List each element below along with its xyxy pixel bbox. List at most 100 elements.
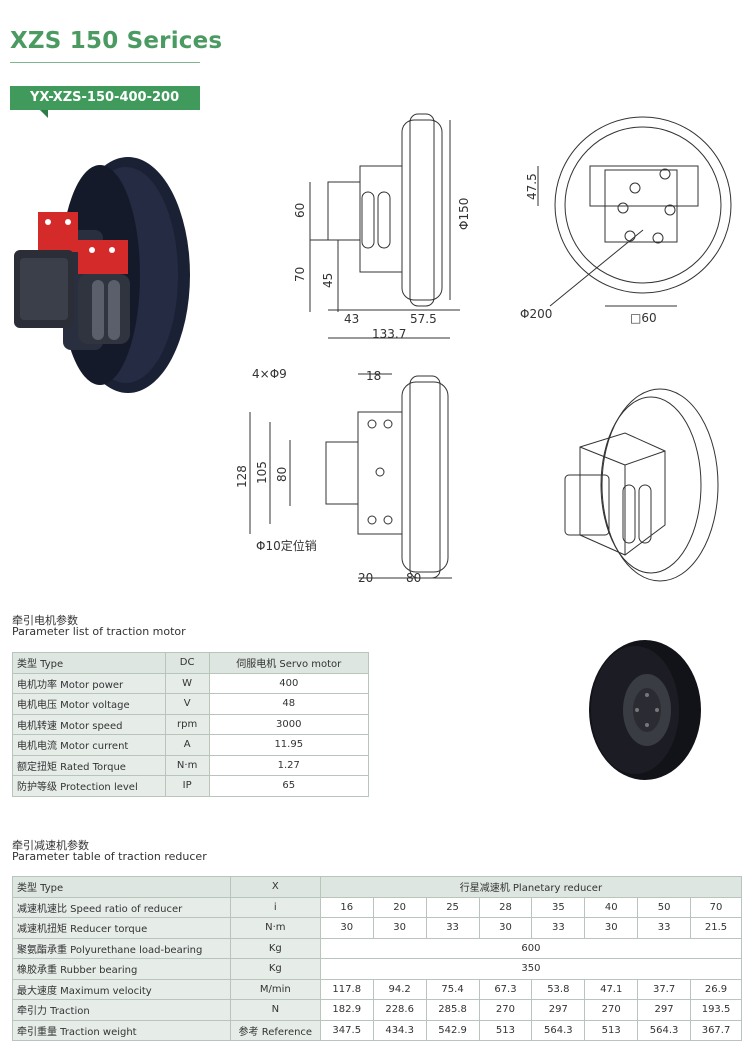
motor-row-unit: N·m xyxy=(164,754,210,776)
reducer-row-unit: N xyxy=(229,999,321,1021)
reducer-cell: 53.8 xyxy=(531,978,586,1000)
side-dimension-drawing: 60 70 45 43 57.5 133.7 Φ150 xyxy=(293,113,471,341)
table-row: 聚氨酯承重 Polyurethane load-bearing Kg 600 xyxy=(12,937,743,959)
dim-47-5: 47.5 xyxy=(525,173,539,200)
reducer-cell: 117.8 xyxy=(319,978,374,1000)
table-row: 防护等级 Protection level IP 65 xyxy=(12,775,370,797)
motor-title-en: Parameter list of traction motor xyxy=(12,625,186,638)
reducer-cell: 513 xyxy=(478,1019,533,1041)
reducer-row-label: 减速机扭矩 Reducer torque xyxy=(12,917,231,939)
reducer-cell: 50 xyxy=(637,896,692,918)
reducer-title-cn: 牵引减速机参数 xyxy=(12,839,89,852)
reducer-row-label: 聚氨酯承重 Polyurethane load-bearing xyxy=(12,937,231,959)
reducer-title-en: Parameter table of traction reducer xyxy=(12,850,207,863)
table-row: 牵引力 Traction N 182.9 228.6 285.8 270 297… xyxy=(12,999,742,1021)
motor-row-value: 1.27 xyxy=(208,754,370,776)
mounting-dimension-drawing: 4×Φ9 18 128 105 80 Φ10定位销 20 80 xyxy=(235,367,452,585)
table-row: 电机转速 Motor speed rpm 3000 xyxy=(12,713,370,735)
reducer-parameter-table: 类型 Type X 行星减速机 Planetary reducer 减速机速比 … xyxy=(12,876,743,1041)
motor-row-value: 65 xyxy=(208,775,370,797)
dim-phi200: Φ200 xyxy=(520,307,552,321)
reducer-cell: 350 xyxy=(319,958,743,980)
reducer-cell: 30 xyxy=(319,917,374,939)
reducer-row-label: 牵引力 Traction xyxy=(12,999,231,1021)
motor-parameter-table: 类型 Type DC 伺服电机 Servo motor 电机功率 Motor p… xyxy=(12,652,370,797)
reducer-cell: 513 xyxy=(584,1019,639,1041)
motor-row-unit: IP xyxy=(164,775,210,797)
reducer-row-unit: Kg xyxy=(229,937,321,959)
motor-row-unit: W xyxy=(164,672,210,694)
reducer-cell: 270 xyxy=(478,999,533,1021)
reducer-row-label: 减速机速比 Speed ratio of reducer xyxy=(12,896,231,918)
motor-row-value: 11.95 xyxy=(208,734,370,756)
reducer-cell: 30 xyxy=(584,917,639,939)
reducer-row-label: 橡胶承重 Rubber bearing xyxy=(12,958,231,980)
motor-row-unit: rpm xyxy=(164,713,210,735)
table-row: 电机电流 Motor current A 11.95 xyxy=(12,734,370,756)
motor-row-label: 电机转速 Motor speed xyxy=(12,713,166,735)
dim-18: 18 xyxy=(366,369,381,383)
dim-square60: □60 xyxy=(630,311,657,325)
reducer-cell: 21.5 xyxy=(690,917,742,939)
reducer-cell: 270 xyxy=(584,999,639,1021)
motor-row-value: 3000 xyxy=(208,713,370,735)
dim-45: 45 xyxy=(321,273,335,288)
table-row: 橡胶承重 Rubber bearing Kg 350 xyxy=(12,958,743,980)
reducer-cell: 67.3 xyxy=(478,978,533,1000)
reducer-cell: 20 xyxy=(372,896,427,918)
tire-photo xyxy=(589,640,701,780)
reducer-cell: 47.1 xyxy=(584,978,639,1000)
reducer-cell: 193.5 xyxy=(690,999,742,1021)
reducer-cell: 25 xyxy=(425,896,480,918)
reducer-cell: 564.3 xyxy=(531,1019,586,1041)
motor-row-unit: A xyxy=(164,734,210,756)
reducer-cell: 367.7 xyxy=(690,1019,742,1041)
motor-title-cn: 牵引电机参数 xyxy=(12,614,78,627)
table-row: 最大速度 Maximum velocity M/min 117.8 94.2 7… xyxy=(12,978,742,1000)
reducer-cell: 285.8 xyxy=(425,999,480,1021)
motor-row-label: 类型 Type xyxy=(12,652,166,674)
reducer-cell: 70 xyxy=(690,896,742,918)
dim-133-7: 133.7 xyxy=(372,327,406,341)
reducer-row-label: 类型 Type xyxy=(12,876,231,898)
reducer-cell: 347.5 xyxy=(319,1019,374,1041)
reducer-cell: 33 xyxy=(637,917,692,939)
dim-105: 105 xyxy=(255,461,269,484)
motor-row-label: 电机电流 Motor current xyxy=(12,734,166,756)
motor-row-unit: DC xyxy=(164,652,210,674)
reducer-row-unit: 参考 Reference xyxy=(229,1019,321,1041)
table-row: 电机电压 Motor voltage V 48 xyxy=(12,693,370,715)
reducer-row-unit: i xyxy=(229,896,321,918)
reducer-cell: 33 xyxy=(531,917,586,939)
reducer-cell: 434.3 xyxy=(372,1019,427,1041)
reducer-row-label: 最大速度 Maximum velocity xyxy=(12,978,231,1000)
reducer-cell: 33 xyxy=(425,917,480,939)
reducer-cell: 297 xyxy=(531,999,586,1021)
reducer-cell: 75.4 xyxy=(425,978,480,1000)
reducer-row-unit: N·m xyxy=(229,917,321,939)
reducer-cell: 297 xyxy=(637,999,692,1021)
reducer-cell: 564.3 xyxy=(637,1019,692,1041)
title-divider xyxy=(10,62,200,63)
reducer-row-unit: Kg xyxy=(229,958,321,980)
reducer-row-unit: X xyxy=(229,876,321,898)
reducer-cell: 40 xyxy=(584,896,639,918)
banner-notch xyxy=(40,110,48,118)
reducer-cell: 542.9 xyxy=(425,1019,480,1041)
dim-20: 20 xyxy=(358,571,373,585)
table-row: 类型 Type X 行星减速机 Planetary reducer xyxy=(12,876,743,898)
reducer-cell: 228.6 xyxy=(372,999,427,1021)
reducer-cell: 30 xyxy=(478,917,533,939)
dim-phi10-pin: Φ10定位销 xyxy=(256,538,317,553)
drive-wheel-photo xyxy=(14,157,190,393)
motor-row-value: 伺服电机 Servo motor xyxy=(208,652,370,674)
table-row: 电机功率 Motor power W 400 xyxy=(12,672,370,694)
motor-row-value: 48 xyxy=(208,693,370,715)
table-row: 减速机速比 Speed ratio of reducer i 16 20 25 … xyxy=(12,896,742,918)
model-number-banner: YX-XZS-150-400-200 xyxy=(10,86,200,110)
dim-43: 43 xyxy=(344,312,359,326)
table-row: 牵引重量 Traction weight 参考 Reference 347.5 … xyxy=(12,1019,742,1041)
dim-phi150: Φ150 xyxy=(457,198,471,230)
dim-70: 70 xyxy=(293,267,307,282)
reducer-cell: 35 xyxy=(531,896,586,918)
